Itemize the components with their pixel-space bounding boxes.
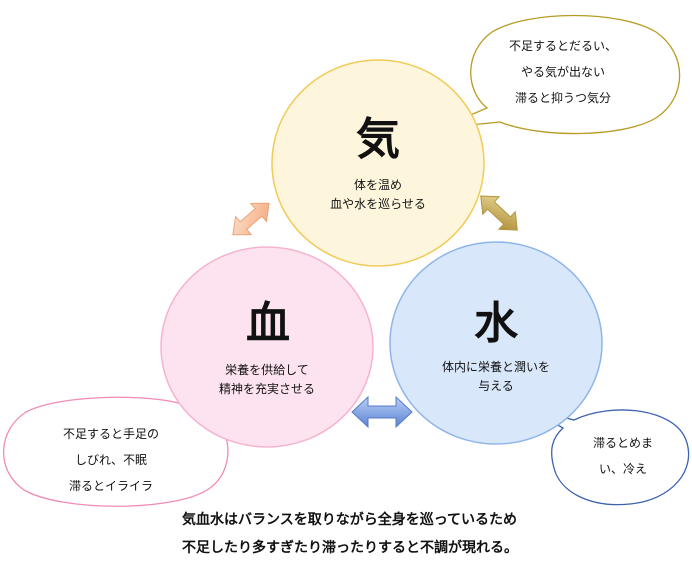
ketsu-circle — [160, 246, 374, 448]
speech-bubble-sui — [527, 407, 690, 506]
bubble-ki-line-2: やる気が出ない — [520, 65, 605, 79]
ki-kanji: 気 — [356, 114, 400, 165]
sui-circle — [389, 241, 603, 445]
bubble-sui-text: 滞るとめま い、冷え — [573, 430, 673, 482]
footer-line-1: 気血水はバランスを取りながら全身を巡っているため — [182, 512, 518, 528]
ki-circle — [271, 59, 485, 267]
ki-description-line-2: 血や水を巡らせる — [330, 197, 426, 211]
bubble-ketsu-line-3: 滞るとイライラ — [68, 479, 153, 493]
footer-line-2: 不足したり多すぎたり滞ったりすると不調が現れる。 — [182, 540, 518, 556]
bubble-ki-line-3: 滞ると抑うつ気分 — [514, 91, 611, 105]
ki-description-line-1: 体を温め — [353, 178, 402, 192]
ki-description: 体を温め 血や水を巡らせる — [298, 176, 458, 214]
ketsu-description-line-1: 栄養を供給して — [225, 363, 309, 377]
sui-description-line-1: 体内に栄養と潤いを — [441, 360, 550, 374]
bubble-sui-line-2: い、冷え — [598, 462, 647, 476]
sui-kanji: 水 — [474, 298, 518, 349]
bubble-ketsu-line-2: しびれ、不眠 — [74, 453, 148, 467]
sui-description: 体内に栄養と潤いを 与える — [406, 358, 586, 396]
bubble-ketsu-line-1: 不足すると手足の — [62, 427, 159, 441]
double-arrow-ki-ketsu — [232, 202, 270, 236]
ketsu-kanji: 血 — [246, 298, 290, 349]
bubble-sui-line-1: 滞るとめま — [592, 436, 653, 450]
double-arrow-ki-sui — [480, 195, 518, 231]
speech-bubble-ki — [439, 14, 681, 135]
bubble-ki-line-1: 不足するとだるい、 — [508, 39, 617, 53]
bubble-ketsu-text: 不足すると手足の しびれ、不眠 滞るとイライラ — [36, 421, 186, 499]
double-arrow-ketsu-sui — [351, 395, 413, 429]
speech-bubble-ketsu — [2, 396, 229, 507]
bubble-ki-text: 不足するとだるい、 やる気が出ない 滞ると抑うつ気分 — [488, 33, 638, 111]
ketsu-description-line-2: 精神を充実させる — [218, 382, 315, 396]
ketsu-description: 栄養を供給して 精神を充実させる — [187, 361, 347, 399]
sui-description-line-2: 与える — [478, 379, 514, 393]
